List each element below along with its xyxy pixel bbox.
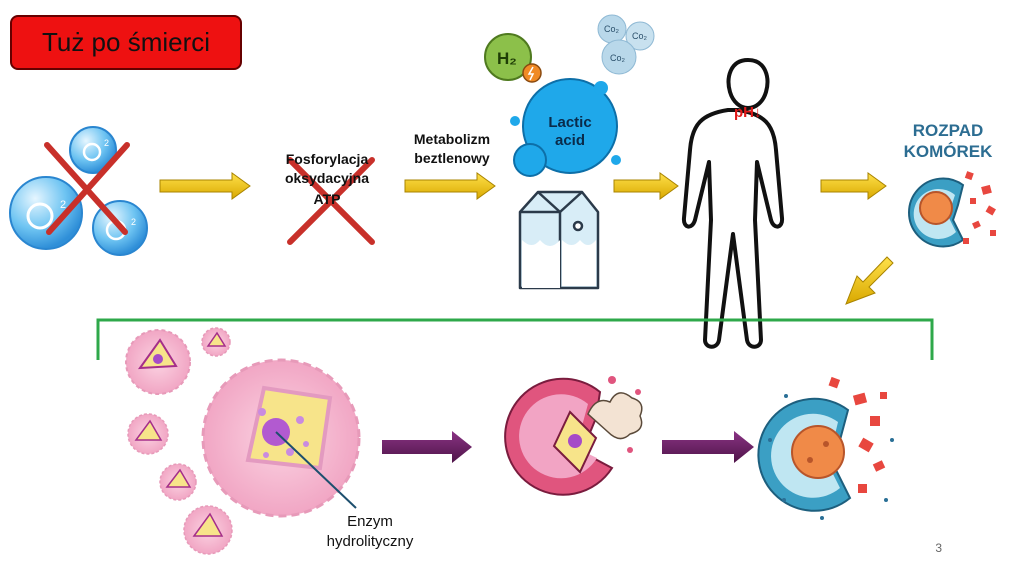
atp-label: ATP bbox=[313, 191, 341, 207]
arrow-right-icon bbox=[662, 431, 754, 463]
small-cell-icon bbox=[125, 329, 191, 395]
small-cell-icon bbox=[127, 413, 169, 455]
small-cell-icon bbox=[159, 463, 197, 501]
svg-text:Co₂: Co₂ bbox=[604, 24, 620, 34]
rozpad-label-line2: KOMÓREK bbox=[904, 142, 994, 161]
page-number: 3 bbox=[935, 541, 942, 555]
arrow-right-icon bbox=[382, 431, 472, 463]
phosphorylation-label: Fosforylacja oksydacyjna ATP bbox=[262, 150, 392, 209]
svg-text:Co₂: Co₂ bbox=[610, 53, 626, 63]
pink-cells-cluster-icon bbox=[125, 327, 361, 555]
h2-gas-icon: H₂ bbox=[484, 33, 542, 83]
enzyme-label: Enzym hydrolityczny bbox=[326, 513, 414, 550]
svg-text:2: 2 bbox=[104, 138, 109, 148]
broken-cell-icon bbox=[908, 171, 996, 248]
rozpad-label-line1: ROZPAD bbox=[913, 121, 984, 140]
o2-subscript: 2 bbox=[60, 199, 66, 211]
arrow-right-icon bbox=[404, 172, 496, 200]
cross-mark-icon bbox=[44, 142, 130, 235]
milk-carton-icon bbox=[518, 190, 600, 290]
svg-text:2: 2 bbox=[131, 217, 136, 227]
svg-text:Lactic: Lactic bbox=[548, 114, 591, 131]
co2-bubbles-icon: Co₂ Co₂ Co₂ bbox=[597, 14, 655, 75]
small-cell-icon bbox=[183, 505, 233, 555]
page-title: Tuż po śmierci bbox=[41, 27, 211, 57]
lactic-acid-blob-icon: Lactic acid bbox=[510, 78, 621, 177]
arrow-down-left-icon bbox=[845, 256, 894, 305]
arrow-right-icon bbox=[820, 172, 887, 200]
svg-text:Co₂: Co₂ bbox=[632, 31, 648, 41]
arrow-right-icon bbox=[613, 172, 679, 200]
title-badge: Tuż po śmierci bbox=[10, 15, 242, 70]
broken-cell-icon bbox=[757, 376, 894, 520]
cross-mark-icon bbox=[287, 157, 375, 245]
anaerobic-metabolism-label: Metabolizm beztlenowy bbox=[413, 131, 491, 166]
rupturing-cell-icon bbox=[504, 376, 643, 496]
small-cell-icon bbox=[201, 327, 231, 357]
svg-text:H₂: H₂ bbox=[497, 49, 517, 68]
svg-text:acid: acid bbox=[555, 132, 585, 149]
arrow-right-icon bbox=[159, 172, 251, 200]
green-bracket bbox=[96, 318, 934, 360]
human-body-outline-icon: pH↓ bbox=[681, 58, 785, 349]
ph-label: pH↓ bbox=[734, 104, 762, 121]
enzyme-pointer-line bbox=[275, 431, 357, 509]
